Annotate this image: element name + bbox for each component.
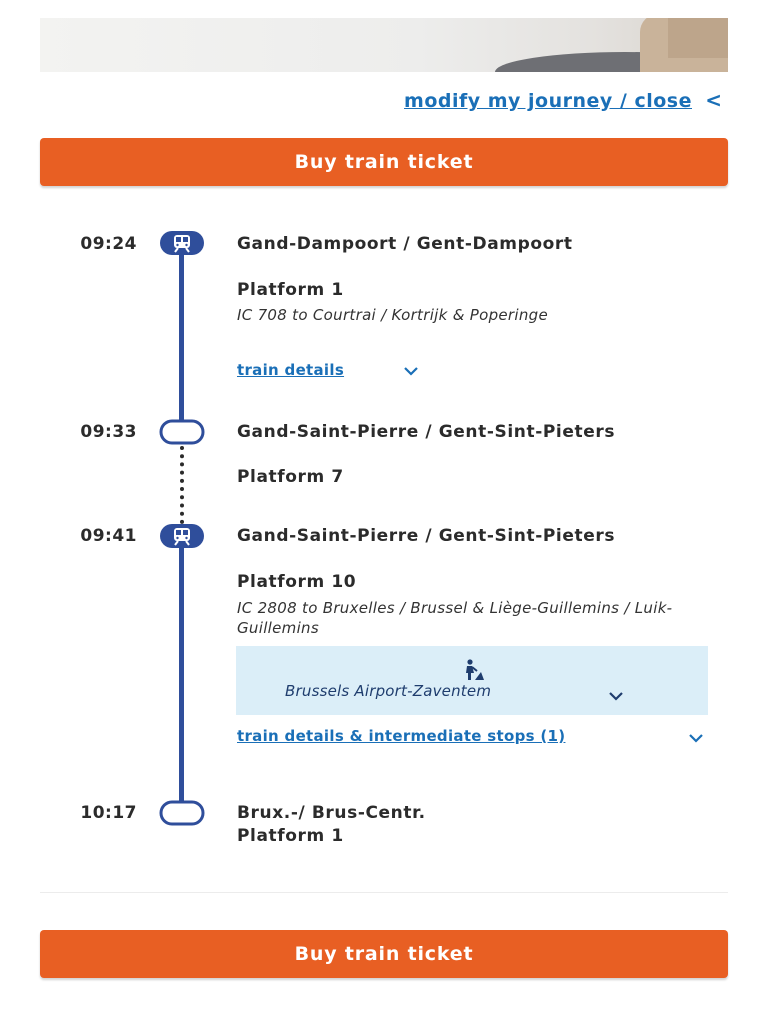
chevron-down-icon[interactable] — [403, 366, 418, 380]
stop-platform: Platform 7 — [237, 467, 344, 487]
stop-platform: Platform 1 — [237, 280, 344, 300]
stop-station-name: Gand-Dampoort / Gent-Dampoort — [237, 234, 573, 254]
leg-train-description: IC 708 to Courtrai / Kortrijk & Popering… — [237, 306, 549, 324]
leg-train-description: IC 2808 to Bruxelles / Brussel & Liège-G… — [237, 599, 673, 637]
chevron-down-icon[interactable] — [688, 733, 703, 747]
chevron-left-icon[interactable]: < — [705, 88, 722, 112]
stop-station-name: Gand-Saint-Pierre / Gent-Sint-Pieters — [237, 422, 616, 442]
timeline-line-leg-1 — [179, 250, 184, 420]
header-banner-image — [40, 18, 728, 72]
banner-shape — [668, 18, 728, 58]
stop-time: 09:41 — [80, 526, 137, 546]
timeline-transfer-dots — [180, 446, 188, 524]
stop-platform: Platform 1 — [237, 826, 344, 846]
stop-ring-icon — [159, 800, 205, 826]
modify-journey-row: modify my journey / close < — [0, 86, 728, 116]
train-icon — [160, 524, 204, 548]
train-details-link[interactable]: train details — [237, 361, 345, 379]
stop-platform: Platform 10 — [237, 572, 357, 592]
divider — [40, 892, 728, 893]
modify-journey-link[interactable]: modify my journey / close — [404, 90, 692, 112]
stop-station-name: Brux.-/ Brus-Centr. — [237, 803, 426, 823]
chevron-down-icon[interactable] — [608, 686, 624, 705]
stop-station-name: Gand-Saint-Pierre / Gent-Sint-Pieters — [237, 526, 616, 546]
stop-time: 10:17 — [80, 803, 137, 823]
disruption-notice[interactable]: Brussels Airport-Zaventem — [236, 646, 708, 715]
buy-ticket-button-top[interactable]: Buy train ticket — [40, 138, 728, 186]
notice-text: Brussels Airport-Zaventem — [285, 682, 492, 700]
train-details-intermediate-stops-link[interactable]: train details & intermediate stops (1) — [237, 727, 566, 745]
buy-ticket-button-bottom[interactable]: Buy train ticket — [40, 930, 728, 978]
stop-time: 09:33 — [80, 422, 137, 442]
stop-time: 09:24 — [80, 234, 137, 254]
timeline-line-leg-2 — [179, 544, 184, 802]
stop-ring-icon — [159, 419, 205, 445]
train-icon — [160, 231, 204, 255]
roadworks-icon — [466, 659, 484, 680]
